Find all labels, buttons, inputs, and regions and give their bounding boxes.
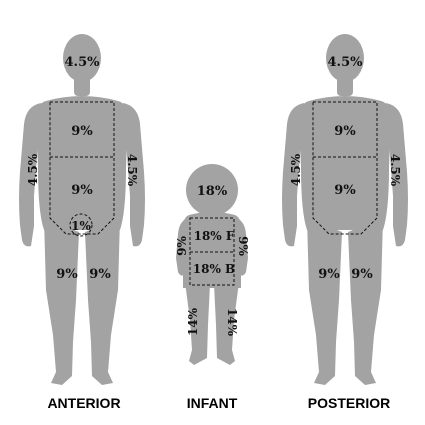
posterior-upper-back-percent: 9%: [334, 124, 356, 139]
infant-region-outline: [189, 217, 235, 286]
infant-right-arm-percent: 9%: [236, 236, 250, 256]
anterior-right-leg-percent: 9%: [89, 267, 111, 282]
anterior-left-arm-percent: 4.5%: [26, 153, 40, 186]
anterior-region-outline: [49, 101, 115, 235]
posterior-left-arm-percent: 4.5%: [289, 153, 303, 186]
anterior-right-arm-percent: 4.5%: [125, 154, 139, 187]
posterior-lower-back-percent: 9%: [334, 183, 356, 198]
anterior-abdomen-percent: 9%: [71, 183, 93, 198]
infant-labels: 18% 18% F 18% B 9% 9% 14% 14%: [175, 184, 250, 337]
posterior-right-leg-percent: 9%: [351, 267, 373, 282]
posterior-figure: [282, 34, 408, 385]
posterior-head-percent: 4.5%: [328, 55, 364, 70]
posterior-labels: 4.5% 9% 9% 4.5% 4.5% 9% 9%: [289, 55, 402, 282]
infant-front-trunk-percent: 18% F: [194, 229, 235, 243]
infant-left-leg-percent: 14%: [186, 307, 200, 336]
anterior-left-leg-percent: 9%: [56, 267, 78, 282]
posterior-caption: POSTERIOR: [308, 395, 390, 411]
posterior-region-outline: [312, 101, 378, 235]
posterior-left-leg-percent: 9%: [318, 267, 340, 282]
anterior-chest-percent: 9%: [71, 124, 93, 139]
genital-region-outline: [69, 213, 93, 237]
infant-head-percent: 18%: [197, 184, 228, 199]
anterior-head-percent: 4.5%: [65, 55, 101, 70]
infant-caption: INFANT: [187, 395, 238, 411]
infant-left-arm-percent: 9%: [175, 236, 189, 256]
anterior-figure: [19, 34, 145, 385]
anterior-caption: ANTERIOR: [47, 395, 120, 411]
infant-right-leg-percent: 14%: [225, 308, 239, 337]
anterior-genital-percent: 1%: [71, 219, 91, 233]
anterior-labels: 4.5% 9% 9% 1% 4.5% 4.5% 9% 9%: [26, 55, 139, 282]
infant-back-trunk-percent: 18% B: [193, 262, 235, 276]
posterior-right-arm-percent: 4.5%: [388, 154, 402, 187]
